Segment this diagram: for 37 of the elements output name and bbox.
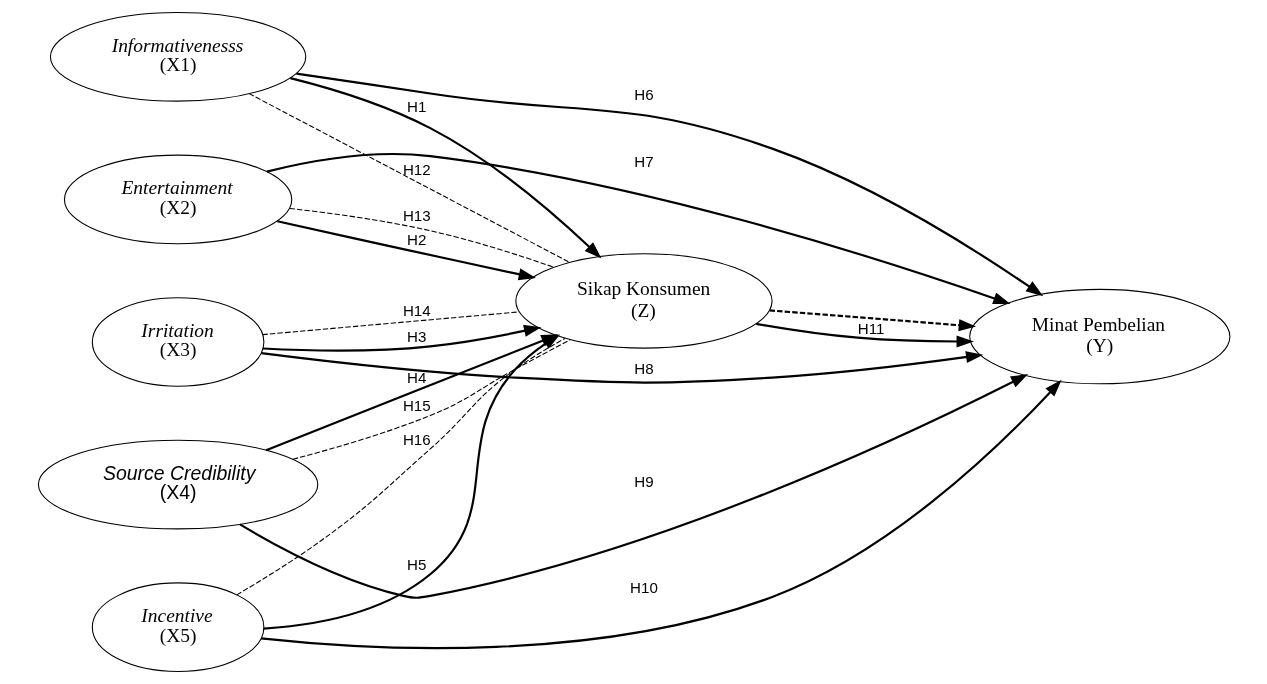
edge-label: H13 [402, 207, 431, 225]
arrow [755, 322, 974, 348]
arrow [769, 309, 976, 332]
node-ellipse: Incentive (X5) [91, 582, 264, 673]
arrow [276, 220, 536, 281]
arrow [266, 153, 1010, 305]
node-ellipse: Irritation (X3) [91, 297, 264, 387]
arrow [262, 324, 541, 352]
edge-label: H15 [402, 397, 431, 415]
connector [235, 337, 565, 596]
node-ellipse: Entertainment (X2) [63, 154, 292, 245]
arrow [238, 374, 1028, 599]
connector [261, 311, 520, 336]
edge-label: H8 [633, 359, 654, 377]
connector [291, 339, 571, 460]
arrow [260, 351, 983, 384]
node-ellipse: Minat Pembelian (Y) [968, 288, 1230, 385]
edge-label: H10 [629, 578, 658, 596]
connector [248, 93, 570, 263]
edge-label: H3 [406, 328, 426, 346]
edge-label: H2 [406, 230, 426, 248]
edge-label: H1 [406, 98, 426, 116]
edge-label: H12 [402, 160, 431, 178]
arrow [260, 379, 1062, 650]
edge-label: H7 [633, 153, 654, 171]
node-ellipse: Informativenesss (X1) [49, 11, 306, 102]
edge-label: H14 [402, 302, 431, 320]
edge-label: H9 [633, 472, 654, 490]
arrow [289, 77, 601, 259]
edge-label: H6 [633, 86, 654, 104]
edge-label: H16 [402, 430, 431, 448]
arrow [295, 72, 1043, 297]
edge-label: H4 [406, 369, 426, 387]
edge-label: H11 [857, 319, 884, 337]
node-ellipse: Source Credibility (X4) [37, 439, 318, 530]
connector [288, 207, 554, 268]
edge-label: H5 [406, 556, 426, 574]
